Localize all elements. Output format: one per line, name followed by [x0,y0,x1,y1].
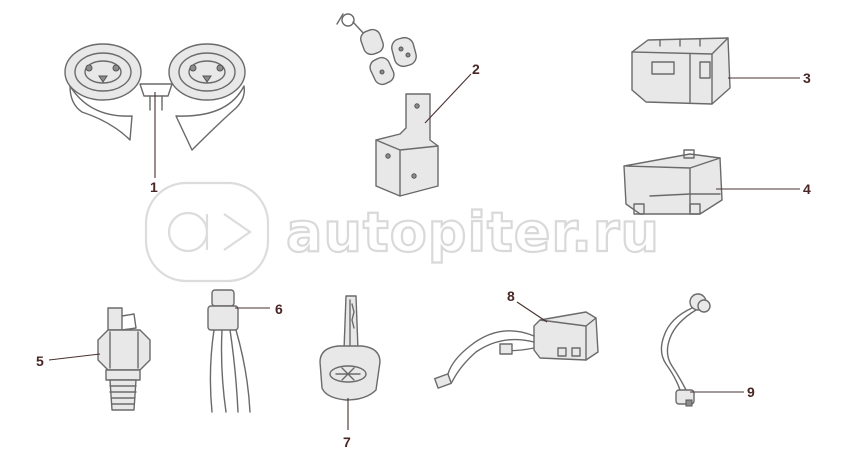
ignition-key-icon [319,295,381,401]
callout-7: 7 [343,434,351,450]
callout-5: 5 [36,353,44,369]
dual-horn-icon [64,43,246,151]
wiring-harness-module-icon [434,311,599,389]
callout-2: 2 [472,61,480,77]
pressure-sensor-icon [97,307,151,411]
leader-line-2 [424,73,472,124]
control-module-icon [623,149,723,215]
callout-4: 4 [803,181,811,197]
leader-line-5 [48,353,101,361]
callout-8: 8 [507,288,515,304]
callout-9: 9 [747,384,755,400]
watermark-logo-icon [144,181,270,283]
wire-connector-icon [207,289,251,413]
callout-1: 1 [150,179,158,195]
remote-key-fob-and-bracket-icon [336,13,439,197]
callouts: 1 2 3 4 5 6 7 8 9 [36,61,811,450]
leader-line-8 [516,301,548,323]
control-relay-unit-icon [631,37,731,105]
callout-6: 6 [275,301,283,317]
sensor-cable-icon [660,293,711,407]
leader-lines [48,73,800,430]
watermark: autopiter.ru [144,181,660,283]
callout-3: 3 [803,70,811,86]
watermark-text: autopiter.ru [286,201,660,264]
